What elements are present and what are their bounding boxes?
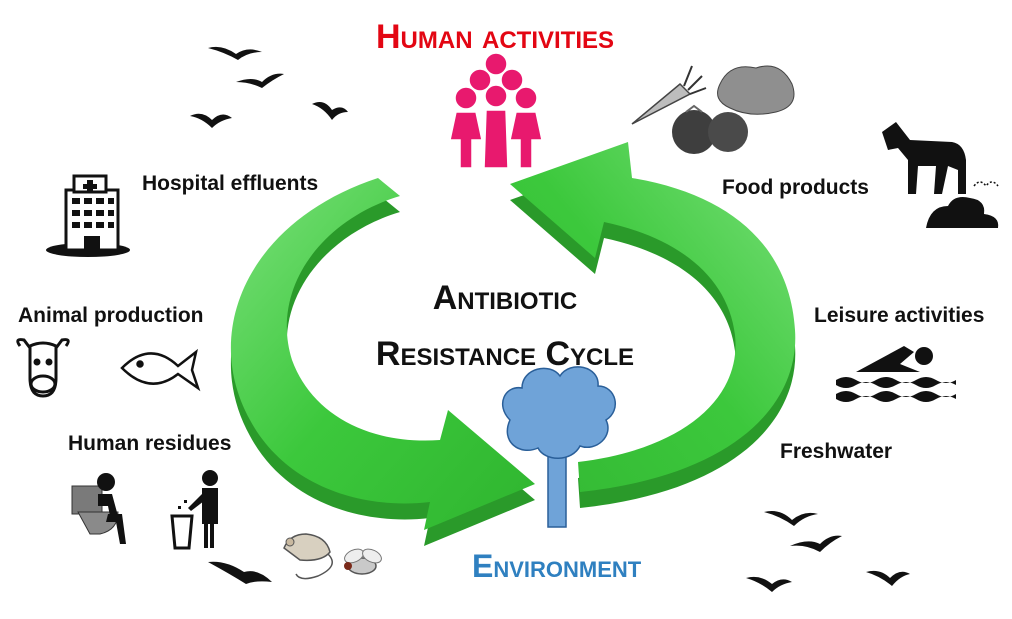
environment-title: Environment xyxy=(472,548,642,584)
fly-icon xyxy=(344,548,382,575)
bird-icon xyxy=(208,561,272,584)
toilet-person-icon xyxy=(71,473,126,544)
label-leisure-activities: Leisure activities xyxy=(814,304,985,327)
people-group-icon xyxy=(449,52,543,169)
tree-icon xyxy=(501,366,616,528)
label-freshwater: Freshwater xyxy=(780,440,893,463)
swimmer-icon xyxy=(836,346,956,402)
birds-icon xyxy=(746,511,910,592)
left-cycle-arrow xyxy=(230,178,535,546)
label-food-products: Food products xyxy=(722,176,869,199)
right-cycle-arrow xyxy=(510,142,796,508)
human-activities-title: Human activities xyxy=(376,18,614,56)
center-title-line-2: Resistance Cycle xyxy=(375,335,635,373)
birds-icon xyxy=(190,46,348,128)
vegetables-icon xyxy=(631,65,795,154)
label-human-residues: Human residues xyxy=(68,432,232,455)
trash-person-icon xyxy=(170,470,218,550)
hospital-icon xyxy=(46,174,130,257)
manure-icon xyxy=(926,181,999,228)
center-title-line-1: Antibiotic xyxy=(432,279,578,317)
label-hospital-effluents: Hospital effluents xyxy=(142,172,319,195)
fish-icon xyxy=(120,348,201,392)
horse-icon xyxy=(882,122,966,194)
label-animal-production: Animal production xyxy=(18,304,204,327)
rat-icon xyxy=(283,533,333,580)
center-title: Antibiotic Resistance Cycle xyxy=(340,270,670,382)
cow-icon xyxy=(16,338,70,398)
